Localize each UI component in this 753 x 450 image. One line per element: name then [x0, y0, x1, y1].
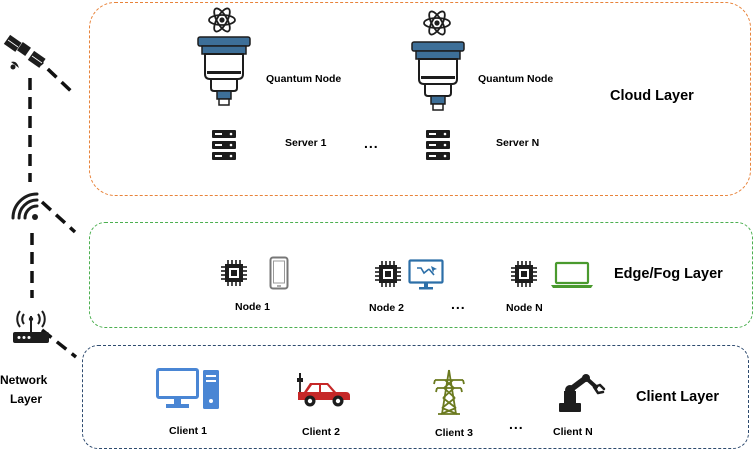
quantum-node-1-label: Quantum Node — [266, 73, 342, 85]
cloud-layer-title: Cloud Layer — [610, 88, 694, 104]
power-tower-icon — [433, 369, 465, 415]
link-wifi-to-edge — [40, 200, 77, 234]
server-1-label: Server 1 — [285, 137, 327, 149]
cloud-ellipsis: ... — [364, 135, 379, 151]
client-3-label: Client 3 — [435, 427, 473, 439]
network-layer-label-line1: Network — [0, 373, 48, 387]
cpu-chip-icon — [511, 261, 537, 287]
atom-icon — [423, 10, 451, 36]
atom-icon — [208, 7, 236, 33]
server-n-label: Server N — [496, 137, 540, 149]
client-2-label: Client 2 — [302, 426, 340, 438]
node-n-label: Node N — [506, 302, 543, 314]
client-n-label: Client N — [553, 426, 593, 438]
quantum-computer-icon — [197, 36, 251, 106]
edge-ellipsis: ... — [451, 296, 466, 312]
robot-arm-icon — [559, 374, 606, 412]
wifi-icon — [11, 192, 39, 220]
network-layer-label-line2: Layer — [10, 392, 43, 406]
client-layer-container — [82, 345, 749, 449]
monitor-icon — [408, 259, 444, 290]
desktop-pc-icon — [156, 368, 219, 409]
quantum-node-2-label: Quantum Node — [478, 73, 554, 85]
laptop-icon — [551, 261, 593, 288]
client-ellipsis: ... — [509, 416, 524, 432]
client-layer-title: Client Layer — [636, 389, 719, 405]
quantum-computer-icon — [411, 41, 465, 111]
router-icon — [13, 310, 49, 343]
smartphone-icon — [269, 256, 289, 290]
electric-car-icon — [297, 373, 350, 407]
node-2-label: Node 2 — [369, 302, 405, 314]
client-1-label: Client 1 — [169, 425, 207, 437]
satellite-icon — [3, 34, 46, 70]
server-icon — [212, 130, 236, 160]
node-1-label: Node 1 — [235, 301, 271, 313]
cpu-chip-icon — [221, 260, 247, 286]
cloud-layer-container — [89, 2, 751, 196]
edge-fog-layer-title: Edge/Fog Layer — [614, 266, 723, 282]
cpu-chip-icon — [375, 261, 401, 287]
server-icon — [426, 130, 450, 160]
